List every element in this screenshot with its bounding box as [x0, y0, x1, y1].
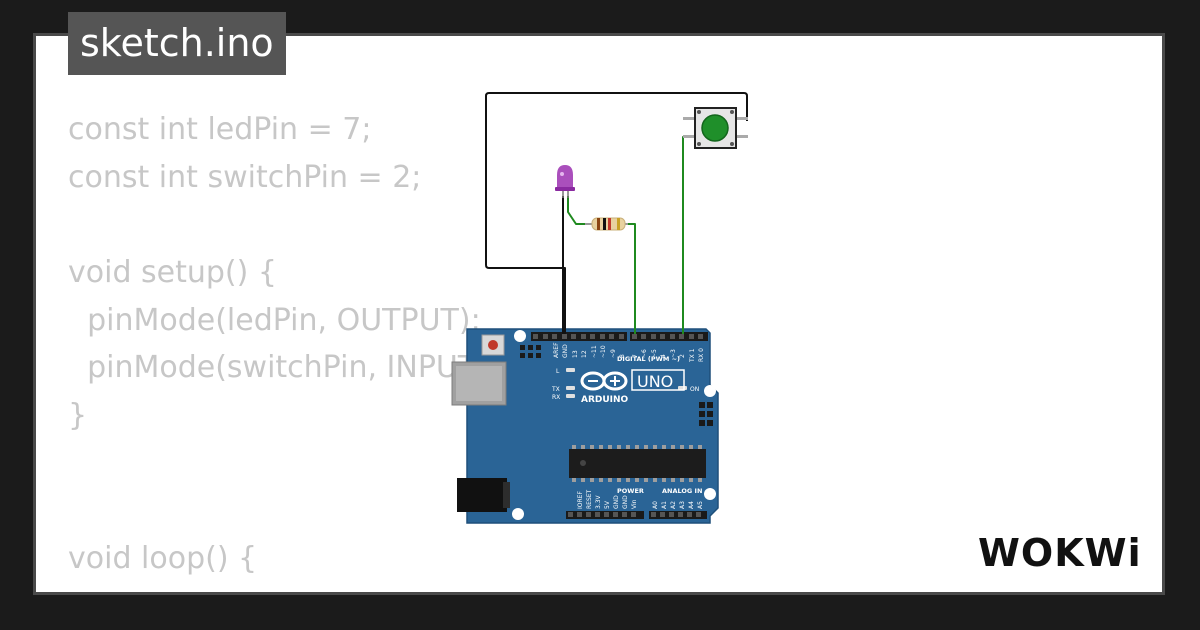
code-area: const int ledPin = 7; const int switchPin… — [33, 33, 1165, 595]
pin-label: ~3 — [670, 349, 677, 358]
wokwi-logo: WOKWi — [978, 531, 1142, 575]
rx-label: RX — [552, 394, 560, 401]
analog-header — [649, 511, 707, 519]
pin-label: ~10 — [600, 345, 607, 358]
arduino-uno-board[interactable]: AREF GND 13 12 ~11 ~10 ~9 8 7 ~6 ~5 4 ~3… — [451, 328, 719, 524]
digital-header-right — [630, 332, 708, 341]
pin-label: 7 — [632, 354, 639, 358]
l-label: L — [556, 368, 560, 375]
code-line: const int switchPin = 2; — [68, 159, 422, 195]
on-label: ON — [690, 386, 699, 393]
code-line: pinMode(ledPin, OUTPUT); — [68, 302, 481, 338]
wire-button-pin2[interactable] — [682, 136, 695, 334]
pin-label: GND — [622, 495, 629, 509]
pin-label: A4 — [688, 501, 695, 509]
pin-label: 8 — [619, 354, 626, 358]
code-line: void loop() { — [68, 541, 258, 577]
microcontroller-chip — [569, 445, 706, 482]
pin-label: Vin — [631, 499, 638, 509]
pin-label: TX 1 — [689, 348, 696, 363]
wire-led-resistor[interactable] — [567, 196, 590, 225]
pin-label: A2 — [670, 501, 677, 509]
pin-label: 5V — [604, 500, 611, 509]
led-icon[interactable] — [555, 165, 575, 198]
digital-label: DIGITAL (PWM ~) — [617, 355, 680, 363]
tx-label: TX — [551, 386, 560, 393]
pin-label: A5 — [697, 501, 704, 509]
code-line: if (digitalRead(switchPin) == HIGH) { — [68, 583, 647, 592]
pin-label: A0 — [652, 501, 659, 509]
pin-label: RX 0 — [698, 348, 705, 362]
pin-label: 2 — [679, 354, 686, 358]
digital-header-left — [531, 332, 627, 341]
pin-label: AREF — [553, 342, 560, 358]
code-editor[interactable]: const int ledPin = 7; const int switchPin… — [68, 106, 647, 592]
pin-label: A1 — [661, 501, 668, 509]
wire-gnd-button[interactable] — [485, 92, 748, 334]
brand-label: ARDUINO — [581, 395, 629, 405]
pin-label: 3.3V — [595, 494, 602, 509]
code-line: } — [68, 398, 88, 434]
arduino-logo-icon — [580, 371, 628, 391]
code-line: void setup() { — [68, 255, 277, 291]
power-header — [566, 511, 644, 519]
analog-label: ANALOG IN — [662, 487, 702, 495]
pin-label: RESET — [586, 489, 593, 509]
file-tab[interactable]: sketch.ino — [68, 12, 286, 75]
pin-label: IOREF — [577, 491, 584, 509]
resistor-icon[interactable] — [585, 217, 628, 231]
pushbutton-icon[interactable] — [683, 107, 748, 149]
pin-label: ~9 — [610, 349, 617, 358]
power-label: POWER — [617, 487, 644, 495]
wokwi-logo-text: WOKWi — [978, 531, 1142, 575]
power-jack — [457, 478, 507, 512]
pin-label: A3 — [679, 501, 686, 509]
pin-label: ~5 — [651, 349, 658, 358]
pin-label: 13 — [572, 350, 579, 358]
pin-label: ~11 — [591, 345, 598, 358]
board-model-label: UNO — [637, 372, 673, 391]
pin-label: 12 — [581, 350, 588, 358]
pin-label: ~6 — [641, 349, 648, 358]
wire-resistor-pin7[interactable] — [625, 223, 636, 334]
pin-label: GND — [562, 344, 569, 358]
code-line: const int ledPin = 7; — [68, 112, 372, 147]
pin-label: 4 — [660, 354, 667, 358]
pin-label: GND — [613, 495, 620, 509]
